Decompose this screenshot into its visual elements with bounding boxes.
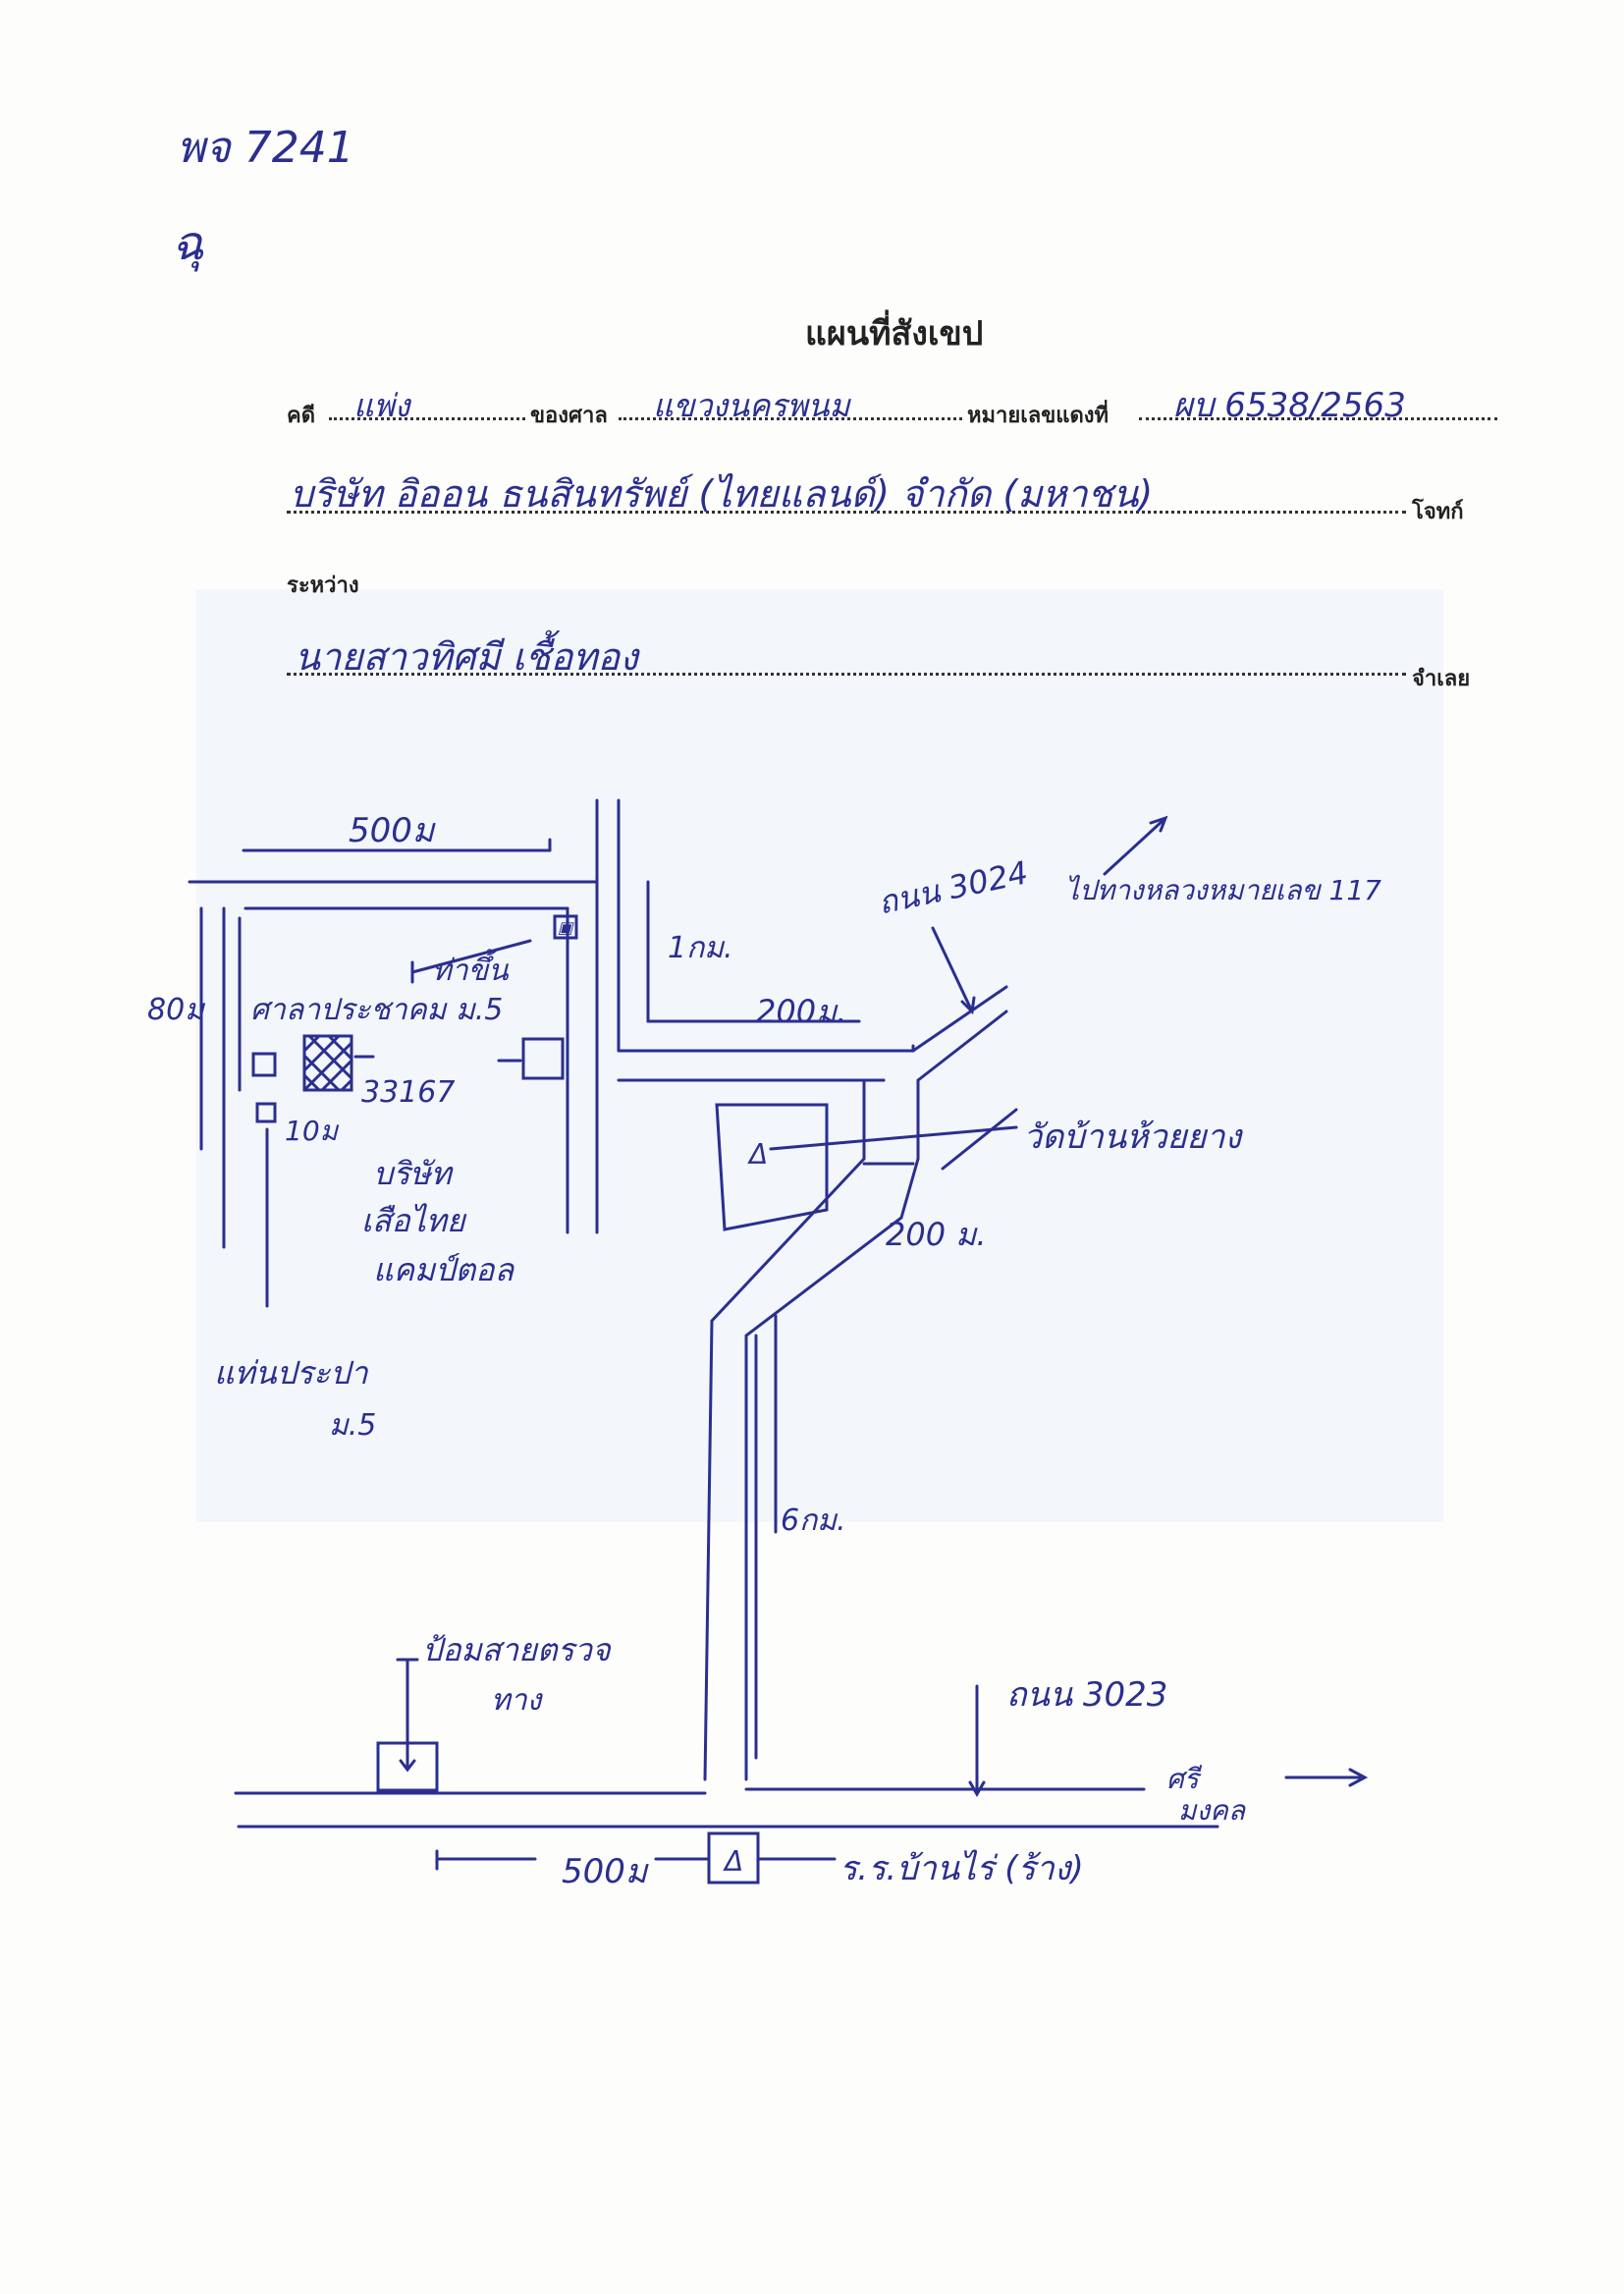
case-type: แพ่ง	[353, 387, 410, 424]
svg-text:🞕: 🞕	[558, 919, 574, 940]
file-reference: พจ 7241	[177, 123, 354, 173]
road-diag-bottom	[916, 1010, 1008, 1082]
wat-symbol: Δ	[747, 1138, 768, 1171]
plaintiff-name: บริษัท อิออน ธนสินทรัพย์ (ไทยแลนด์) จำกั…	[290, 472, 1154, 516]
red-no-dots	[1139, 417, 1497, 420]
label-to-highway: ไปทางหลวงหมายเลข 117	[1065, 874, 1381, 906]
label-sala: ศาลาประชาคม ม.5	[250, 993, 504, 1027]
label-water-tank-village: ม.5	[329, 1408, 377, 1443]
wat-plot	[715, 1103, 829, 1231]
label-direction-1: ศรี	[1166, 1763, 1199, 1795]
red-no: ผบ 6538/2563	[1173, 386, 1406, 425]
label-police-box: ป้อมสายตรวจ	[422, 1631, 611, 1668]
label-6km: 6กม.	[781, 1503, 846, 1538]
label-500m-top: 500ม	[349, 811, 435, 850]
label-pier: ท่าขึ้น	[432, 954, 509, 988]
label-wat: วัดบ้านห้วยยาง	[1023, 1118, 1242, 1157]
label-direction-2: มงคล	[1178, 1794, 1246, 1827]
label-police-box-2: ทาง	[491, 1683, 542, 1718]
label-defendant: จำเลย	[1412, 666, 1471, 691]
label-company-2: เสือไทย	[361, 1202, 465, 1239]
road-long-right	[744, 1157, 920, 1781]
label-company-1: บริษัท	[373, 1155, 452, 1192]
background-shade	[196, 589, 1443, 1522]
label-case: คดี	[287, 403, 316, 428]
label-court: ของศาล	[530, 403, 608, 428]
label-1km: 1กม.	[668, 931, 733, 965]
court-dots	[619, 417, 962, 420]
label-plaintiff: โจทก์	[1412, 499, 1464, 524]
court-name: แขวงนครพนม	[653, 387, 850, 424]
label-200m-mid: 200 ม.	[886, 1216, 987, 1253]
label-plot-no: 33167	[361, 1075, 456, 1110]
label-red-no: หมายเลขแดงที่	[967, 403, 1109, 428]
road-diag-top	[911, 985, 1008, 1053]
label-200m-top: 200ม.	[756, 993, 847, 1030]
label-company-3: แคมป์ตอล	[373, 1251, 514, 1288]
school-symbol: Δ	[723, 1845, 743, 1878]
initials: ฉุ	[172, 216, 204, 271]
label-10m: 10ม	[285, 1115, 339, 1147]
label-500m-bottom: 500ม	[562, 1852, 648, 1891]
label-80m: 80ม	[147, 993, 204, 1027]
label-between: ระหว่าง	[287, 573, 359, 598]
label-road-3023: ถนน 3023	[1006, 1675, 1168, 1715]
page-title: แผนที่สังเขป	[805, 314, 984, 354]
pier-marker	[553, 914, 578, 940]
road-long-left	[703, 1157, 866, 1781]
case-type-dots	[329, 417, 525, 420]
label-water-tank: แท่นประปา	[214, 1354, 368, 1392]
defendant-dots	[287, 673, 1406, 676]
plaintiff-dots	[287, 511, 1406, 514]
label-school: ร.ร.บ้านไร่ (ร้าง)	[839, 1849, 1084, 1888]
defendant-name: นายสาวทิศมี เชื้อทอง	[295, 635, 638, 679]
